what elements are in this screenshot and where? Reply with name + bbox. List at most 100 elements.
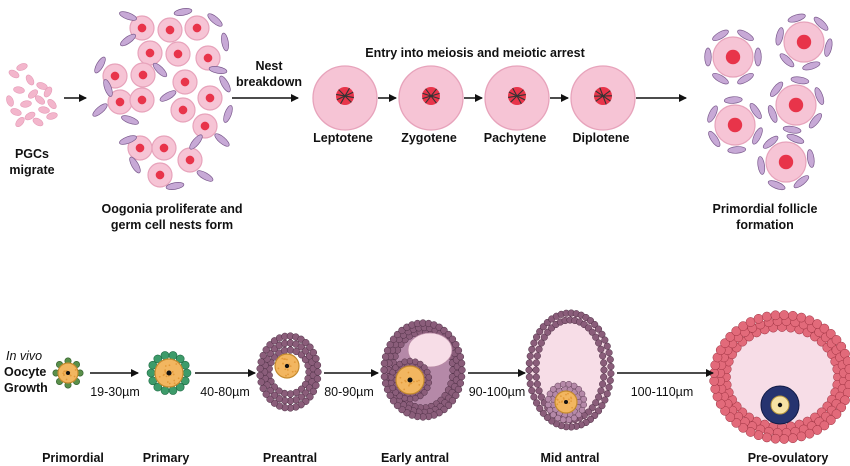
early-antral-cumulus-cell	[392, 364, 399, 371]
yolk-granule	[403, 388, 406, 391]
pre-ovulatory-mural-cell	[745, 427, 756, 437]
mid-antral-granulosa-cell	[592, 399, 600, 407]
early-antral-cumulus-cell	[387, 379, 395, 386]
mid-antral-granulosa-cell	[532, 359, 540, 367]
primordial-flat-cell	[754, 47, 762, 67]
mid-antral-granulosa-cell	[603, 342, 611, 350]
cuboidal-granulosa-cell	[175, 354, 185, 364]
chromosome-thread	[425, 88, 437, 104]
early-antral-cumulus-cell	[412, 394, 419, 402]
mid-antral-granulosa-cell	[533, 352, 541, 360]
yolk-granule	[418, 383, 421, 386]
yolk-granule	[562, 398, 565, 400]
yolk-granule	[284, 358, 287, 361]
mid-antral-granulosa-cell	[535, 345, 543, 353]
yolk-granule	[571, 406, 574, 409]
mid-antral-cumulus-cell	[570, 414, 578, 422]
early-antral-cumulus-cell	[401, 358, 408, 366]
primordial-flat-cell	[806, 149, 815, 168]
preantral-granulosa-cell	[312, 354, 320, 363]
primordial-flat-cell	[779, 53, 795, 68]
preantral-granulosa-cell	[275, 387, 283, 395]
mid-antral-granulosa-cell	[537, 339, 545, 347]
yolk-granule	[399, 376, 402, 379]
yolk-granule	[285, 374, 287, 377]
early-antral-cumulus-cell	[425, 374, 433, 381]
stage-primary: Primary	[142, 451, 190, 465]
pgc-cell	[10, 108, 22, 116]
mid-antral-granulosa-cell	[598, 330, 606, 338]
chromosome-thread	[512, 87, 522, 105]
nest-somatic-cell	[103, 79, 113, 97]
preantral-stage-oocyte-nucleus	[284, 363, 290, 369]
pre-ovulatory-mural-cell	[788, 310, 798, 321]
nest-germ-cell-nucleus	[138, 70, 148, 80]
nest-somatic-cell	[221, 32, 229, 52]
stage-mid-antral: Mid antral	[540, 451, 600, 465]
yolk-granule	[287, 373, 289, 376]
size-label-2: 40-80µm	[200, 385, 250, 399]
preantral-granulosa-cell	[257, 358, 265, 366]
yolk-granule	[556, 403, 559, 406]
nest-germ-cell-nucleus	[173, 49, 183, 59]
mid-antral-cumulus-cell	[575, 386, 582, 393]
early-antral-granulosa-cell	[386, 340, 394, 349]
nest-somatic-cell	[121, 115, 139, 125]
pre-ovulatory-mural-cell	[731, 326, 742, 336]
primordial-oocyte-nucleus	[778, 154, 794, 170]
yolk-granule	[175, 363, 178, 365]
mid-antral-granulosa-cell	[607, 369, 615, 378]
stage-label-leptotene: Leptotene	[313, 131, 373, 145]
pre-ovulatory-mural-cell	[731, 418, 742, 428]
mid-antral-granulosa-cell	[591, 320, 599, 329]
primordial-flat-cell	[824, 38, 833, 57]
pgc-cell	[38, 106, 50, 114]
primordial-flat-cell	[814, 87, 825, 105]
mid-antral-cumulus-cell	[575, 411, 582, 418]
stage-label-zygotene: Zygotene	[401, 131, 457, 145]
primordial-oocyte-nucleus	[788, 97, 804, 113]
yolk-granule	[284, 368, 287, 371]
stage-early-antral: Early antral	[380, 451, 450, 465]
primordial-flat-cell	[757, 156, 766, 175]
preantral-granulosa-cell	[259, 384, 267, 393]
yolk-granule	[291, 370, 294, 373]
yolk-granule	[277, 367, 280, 370]
mid-antral-granulosa-cell	[605, 383, 613, 391]
pre-ovulatory-mural-cell	[796, 312, 807, 323]
early-antral-granulosa-cell	[393, 401, 402, 410]
mid-antral-cumulus-cell	[554, 382, 562, 390]
pgc-cell	[8, 69, 20, 79]
pre-ovulatory-mural-cell	[753, 313, 764, 324]
nest-germ-cell-nucleus	[145, 48, 155, 58]
yolk-granule	[556, 398, 559, 401]
mid-antral-cumulus-cell	[565, 416, 573, 424]
pgc-cell	[15, 117, 25, 127]
mid-antral-cumulus-cell	[570, 382, 578, 390]
cuboidal-granulosa-cell	[146, 368, 156, 378]
yolk-granule	[282, 362, 284, 365]
pre-ovulatory-mural-cell	[762, 432, 772, 443]
preantral-granulosa-cell	[313, 361, 322, 369]
nest-somatic-cell	[129, 156, 141, 174]
mid-antral-cumulus-cell	[580, 401, 588, 409]
nest-somatic-cell	[219, 75, 231, 93]
follicle-preantral	[256, 332, 322, 412]
pre-ovulatory-mural-cell	[788, 433, 798, 444]
early-antral-cumulus-cell	[421, 389, 428, 396]
yolk-granule	[408, 384, 410, 387]
pre-ovulatory-mural-cell	[812, 319, 823, 329]
pgc-cell	[47, 99, 57, 109]
mid-antral-granulosa-cell	[594, 407, 603, 415]
yolk-granule	[158, 375, 161, 378]
nest-germ-cell-nucleus	[178, 105, 188, 115]
pre-ovulatory-mural-cell	[779, 310, 790, 320]
mid-antral-granulosa-cell	[537, 393, 545, 401]
primordial-formation-line1: Primordial follicle	[712, 202, 818, 216]
preantral-granulosa-cell	[309, 348, 318, 357]
primordial-formation-line2: formation	[736, 218, 794, 233]
meiosis-cell-3	[484, 65, 550, 131]
primordial-flat-cell	[752, 127, 763, 145]
nest-germ-cell-nucleus	[203, 53, 213, 63]
preantral-granulosa-cell	[262, 390, 270, 398]
